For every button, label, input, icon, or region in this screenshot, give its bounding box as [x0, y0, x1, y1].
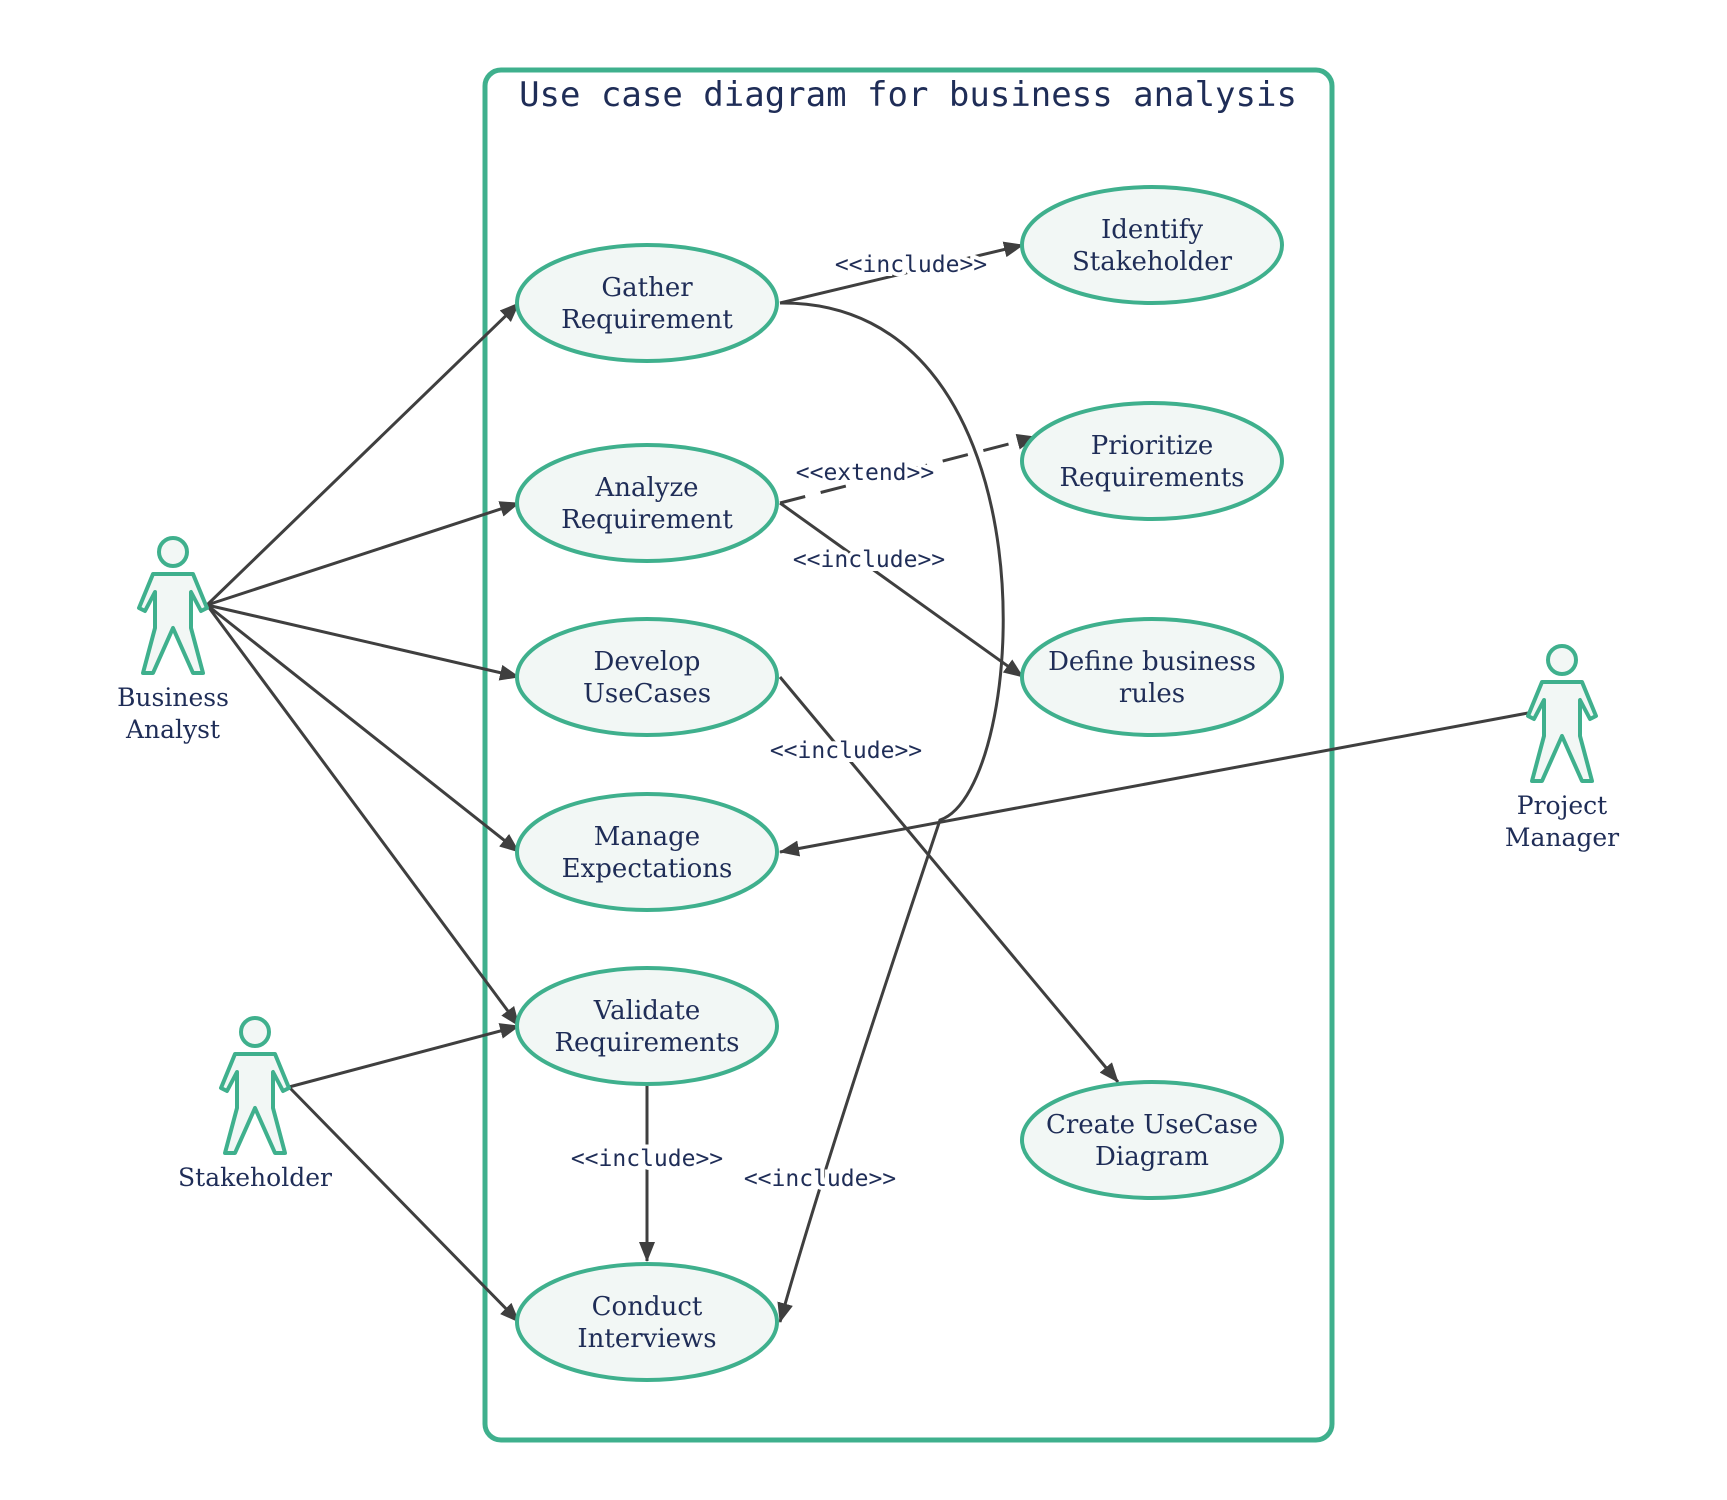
use-case-ellipse — [515, 617, 779, 737]
use-case-ellipse — [1020, 617, 1284, 737]
actor-head — [239, 1016, 271, 1048]
use-case-label: Stakeholder — [1072, 247, 1233, 277]
actor-body — [137, 572, 209, 675]
relation-label-analyze-prioritize: <<extend>> — [796, 460, 934, 486]
use-case-label: Validate — [593, 996, 701, 1026]
use-case-ellipse — [515, 966, 779, 1086]
relation-gather-conduct — [777, 301, 1005, 1323]
relation-gather-identify — [779, 241, 1024, 305]
relation-label-gather-conduct: <<include>> — [744, 1166, 896, 1192]
actor-label: Project — [1517, 791, 1607, 820]
relation-label-gather-identify: <<include>> — [835, 252, 987, 278]
association-ba-gather — [205, 301, 521, 607]
use-case-label: Requirements — [1059, 463, 1244, 493]
diagram-title: Use case diagram for business analysis — [519, 75, 1297, 115]
association-ba-validate — [205, 604, 521, 1027]
use-cases-layer: GatherRequirementAnalyzeRequirementDevel… — [515, 185, 1284, 1382]
actor-head — [1546, 644, 1578, 676]
association-pm-manage — [779, 711, 1529, 857]
relation-analyze-define — [779, 501, 1024, 679]
actor-body — [1526, 680, 1598, 783]
use-case-ellipse — [1020, 401, 1284, 521]
use-case-ellipse — [515, 1262, 779, 1382]
relation-labels-layer: <<include>> <<include>> <<extend>> <<includ… — [567, 248, 991, 1196]
actor-label: Business — [117, 683, 229, 712]
actor-body — [219, 1052, 291, 1155]
use-case-label: UseCases — [583, 679, 711, 709]
association-ba-analyze — [206, 501, 520, 607]
use-case-ellipse — [515, 792, 779, 912]
actor-icon — [137, 536, 209, 675]
use-case-label: Requirements — [554, 1028, 739, 1058]
use-case-label: rules — [1119, 679, 1185, 709]
edges-layer — [205, 241, 1529, 1324]
actor-label: Manager — [1505, 823, 1619, 852]
actor-sh[interactable]: Stakeholder — [178, 1016, 332, 1192]
use-case-label: Develop — [594, 647, 701, 677]
relation-label-validate-conduct: <<include>> — [571, 1146, 723, 1172]
use-case-label: Analyze — [594, 473, 698, 503]
use-case-label: Identify — [1101, 215, 1203, 245]
association-sh-validate — [288, 1023, 520, 1089]
use-case-label: Requirement — [561, 505, 733, 535]
actor-label: Analyst — [125, 715, 220, 744]
use-case-label: Define business — [1048, 647, 1256, 677]
system-boundary — [482, 67, 1335, 1443]
use-case-label: Gather — [601, 273, 693, 303]
use-case-label: Expectations — [562, 854, 733, 884]
actor-icon — [1526, 644, 1598, 783]
use-case-ellipse — [1020, 185, 1284, 305]
use-case-label: Manage — [594, 822, 700, 852]
actor-label: Stakeholder — [178, 1163, 332, 1192]
use-case-label: Prioritize — [1091, 431, 1213, 461]
relation-analyze-prioritize — [779, 433, 1037, 505]
use-case-label: Diagram — [1095, 1142, 1209, 1172]
actor-head — [157, 536, 189, 568]
use-case-label: Conduct — [592, 1292, 703, 1322]
use-case-label: Create UseCase — [1046, 1110, 1258, 1140]
association-ba-develop — [206, 603, 520, 681]
association-sh-conduct — [287, 1085, 521, 1324]
use-case-label: Requirement — [561, 305, 733, 335]
relation-label-analyze-define: <<include>> — [793, 547, 945, 573]
relation-develop-create — [778, 676, 1120, 1083]
association-ba-manage — [206, 603, 520, 854]
use-case-ellipse — [515, 443, 779, 563]
use-case-ellipse — [1020, 1080, 1284, 1200]
relation-label-develop-create: <<include>> — [770, 738, 922, 764]
use-case-ellipse — [515, 243, 779, 363]
use-case-label: Interviews — [577, 1324, 716, 1354]
actor-icon — [219, 1016, 291, 1155]
